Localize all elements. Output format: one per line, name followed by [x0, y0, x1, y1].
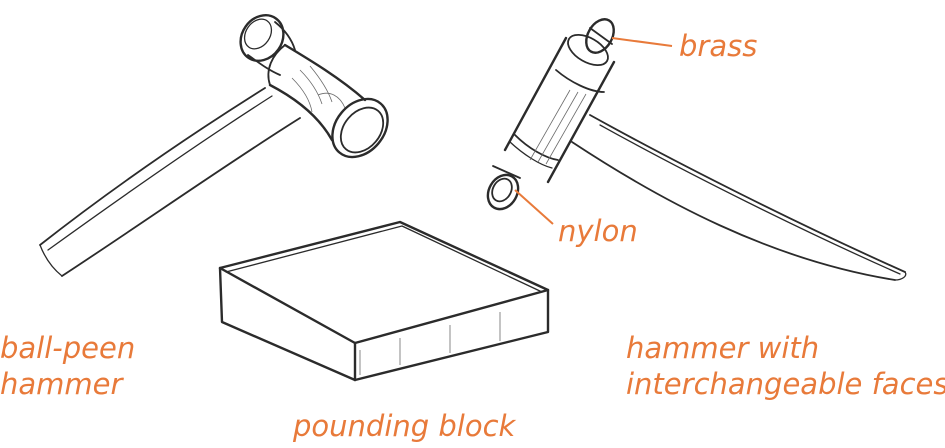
brass-label-text: brass: [679, 29, 758, 63]
ball-peen-hammer-sketch: [39, 14, 389, 277]
nylon-label-text: nylon: [558, 214, 638, 248]
pounding-block-label: pounding block: [293, 408, 515, 444]
interchangeable-head: [486, 18, 616, 211]
interchangeable-label-line2: interchangeable faces: [626, 367, 945, 401]
nylon-label: nylon: [558, 213, 638, 249]
nylon-callout-line: [514, 189, 554, 225]
interchangeable-hammer-label: hammer with interchangeable faces: [626, 330, 945, 402]
interchangeable-label-line1: hammer with: [626, 331, 820, 365]
ball-peen-label-line1: ball-peen: [0, 331, 136, 365]
pounding-block-label-text: pounding block: [293, 409, 516, 443]
interchangeable-hammer-sketch: [486, 18, 907, 281]
ball-peen-label-line2: hammer: [0, 367, 123, 401]
ball-peen-hammer-label: ball-peen hammer: [0, 330, 135, 402]
brass-label: brass: [679, 28, 757, 64]
ball-peen-handle: [39, 87, 301, 277]
ball-peen-head: [239, 14, 389, 159]
brass-callout-line: [611, 37, 673, 47]
interchangeable-handle: [571, 114, 907, 281]
pounding-block-sketch: [218, 220, 550, 382]
